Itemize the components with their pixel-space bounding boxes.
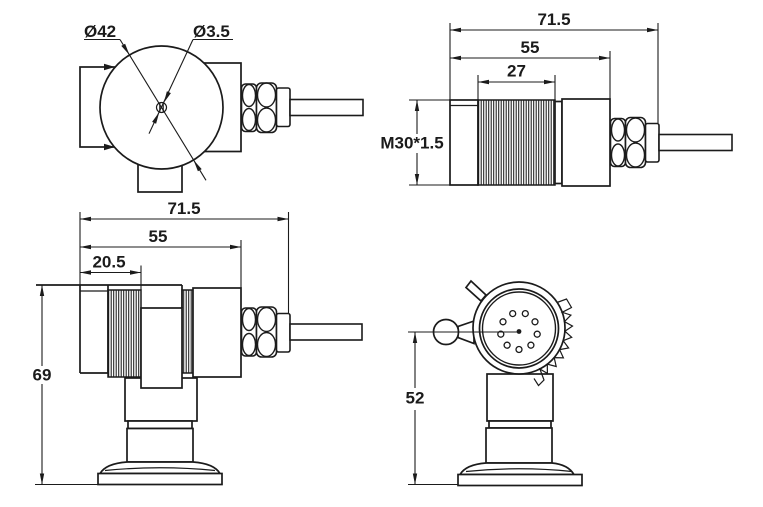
clamp-ratchet-band <box>533 298 574 387</box>
label-overall-length: 71.5 <box>537 10 570 29</box>
dimension-center-height: 52 <box>406 329 522 486</box>
mounting-stand <box>457 373 583 487</box>
cable <box>289 323 363 341</box>
dimension-body-length: 55 <box>80 227 242 288</box>
cable <box>289 98 364 117</box>
label-thread-spec: M30*1.5 <box>380 134 443 153</box>
mounted-side-view: 69 71.5 55 20.5 <box>33 199 363 486</box>
stand-pedestal <box>485 427 553 464</box>
stand-base <box>97 472 223 486</box>
dimension-overall-length: 71.5 <box>449 10 659 123</box>
center-mark <box>516 329 522 334</box>
dimension-thread-spec: M30*1.5 <box>380 99 450 186</box>
label-overall-height: 69 <box>33 366 52 385</box>
label-thread-length: 27 <box>507 62 526 81</box>
cable-gland <box>609 116 733 169</box>
dimension-outer-diameter: Ø42 <box>84 22 207 181</box>
top-view: Ø42 Ø3.5 <box>79 22 364 193</box>
label-outer-diameter: Ø42 <box>84 22 116 41</box>
clamp-hinge-tab <box>464 279 488 303</box>
label-body-length: 55 <box>521 38 540 57</box>
sensor-face-holes <box>497 309 541 354</box>
stand-base <box>457 473 583 487</box>
cable <box>658 133 733 152</box>
sensor-face-rim <box>478 288 560 369</box>
stand-pedestal <box>126 427 194 463</box>
thread-section <box>107 289 142 378</box>
clamp-bracket <box>140 307 183 389</box>
front-view: 52 <box>406 279 583 487</box>
dimension-front-length: 20.5 <box>80 253 142 290</box>
dimension-overall-height: 69 <box>33 285 98 486</box>
dimension-thread-length: 27 <box>477 62 556 101</box>
mounting-stand <box>97 377 223 486</box>
sensor-body <box>192 287 242 378</box>
sensor-body <box>561 98 611 187</box>
dimension-overall-length: 71.5 <box>79 199 290 313</box>
front-cap <box>449 99 479 186</box>
cable-gland <box>240 82 364 134</box>
thread-section <box>477 99 556 186</box>
cable-gland <box>240 306 363 358</box>
label-center-height: 52 <box>406 389 425 408</box>
label-body-length: 55 <box>149 227 168 246</box>
dimension-body-length: 55 <box>450 38 611 99</box>
label-front-length: 20.5 <box>92 253 125 272</box>
side-view: 71.5 55 27 M30*1.5 <box>380 10 733 187</box>
label-hole-diameter: Ø3.5 <box>193 22 230 41</box>
dimension-hole-diameter: Ø3.5 <box>148 22 233 134</box>
label-overall-length: 71.5 <box>167 199 200 218</box>
